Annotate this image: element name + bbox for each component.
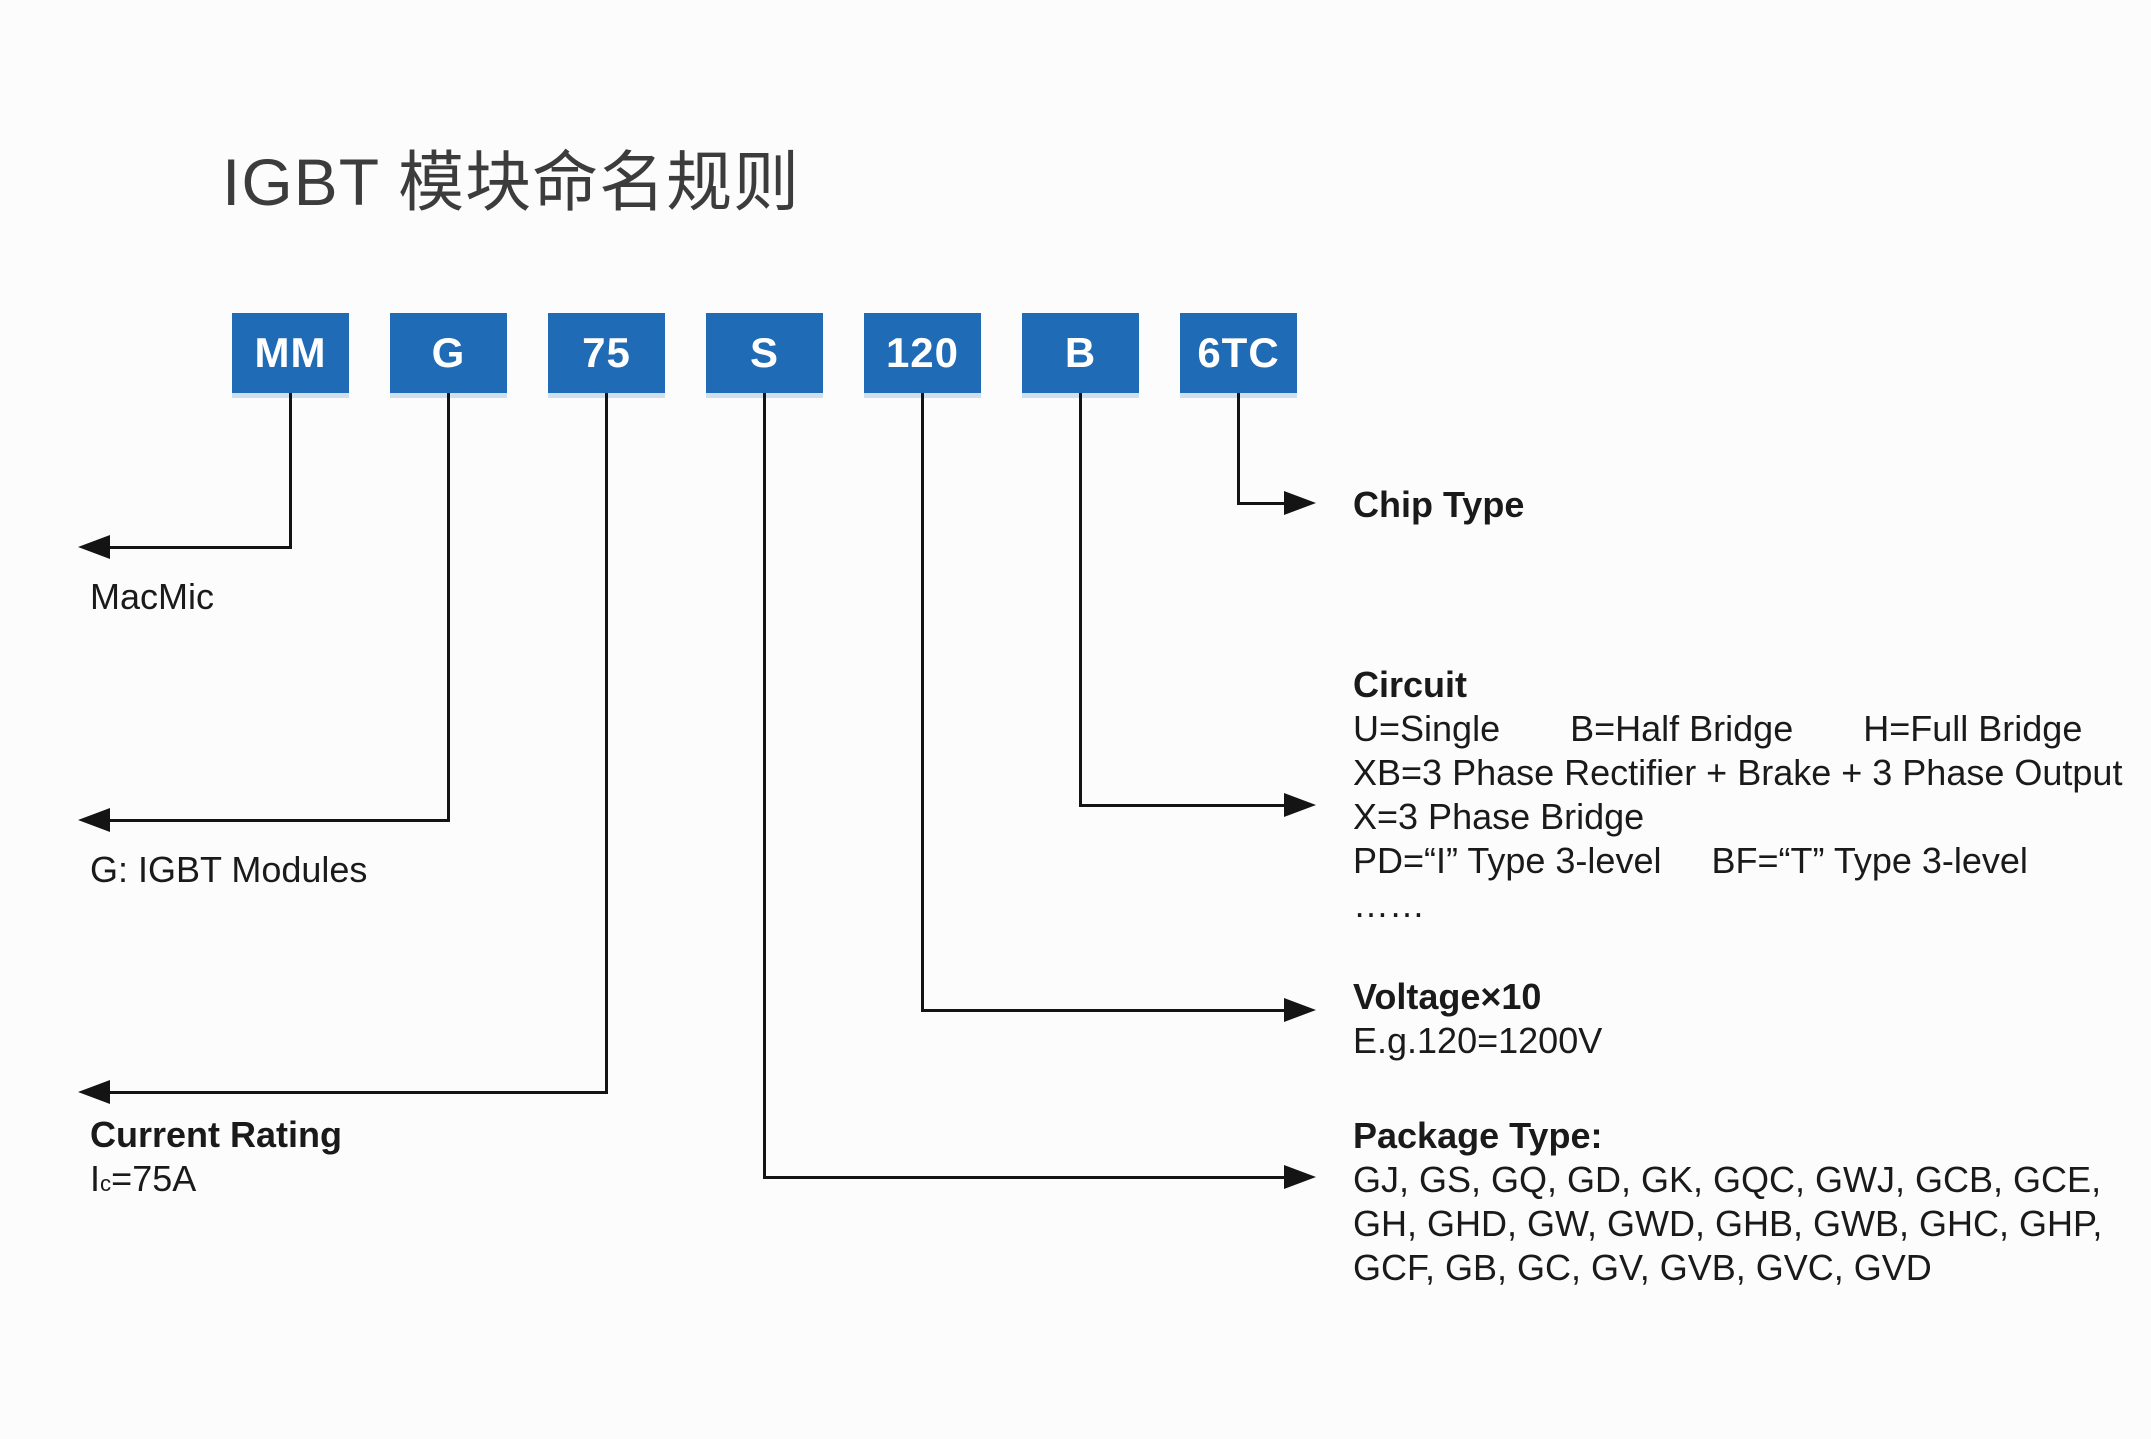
circuit-line: U=Single B=Half Bridge H=Full Bridge [1353, 708, 2083, 749]
code-box-label: 6TC [1197, 329, 1280, 376]
circuit-heading: Circuit [1353, 664, 1468, 705]
circuit-line: PD=“I” Type 3-level BF=“T” Type 3-level [1353, 840, 2028, 881]
connector-line-b [1079, 804, 1285, 807]
circuit-line: X=3 Phase Bridge [1353, 796, 1645, 837]
arrowhead-right-icon [1284, 793, 1316, 817]
connector-line-g [106, 819, 450, 822]
code-box-b: B [1022, 313, 1139, 393]
arrowhead-right-icon [1284, 1165, 1316, 1189]
code-box-label: S [749, 329, 779, 376]
connector-line-75 [106, 1091, 608, 1094]
arrowhead-right-icon [1284, 998, 1316, 1022]
connector-line-6tc [1237, 502, 1285, 505]
voltage-example: E.g.120=1200V [1353, 1020, 1603, 1061]
voltage-heading: Voltage×10 [1353, 976, 1542, 1017]
connector-line-b [1079, 393, 1082, 805]
code-box-75: 75 [548, 313, 665, 393]
package-type-line: GH, GHD, GW, GWD, GHB, GWB, GHC, GHP, [1353, 1203, 2103, 1244]
connector-line-s [763, 393, 766, 1178]
connector-line-mm [289, 393, 292, 548]
circuit-line: …… [1353, 884, 1425, 925]
package-type-line: GCF, GB, GC, GV, GVB, GVC, GVD [1353, 1247, 1932, 1288]
current-rating-value: Ic=75A [90, 1157, 196, 1206]
arrowhead-left-icon [78, 808, 110, 832]
connector-line-mm [106, 546, 292, 549]
current-rating-heading: Current Rating [90, 1114, 342, 1155]
code-box-label: B [1064, 329, 1097, 376]
code-box-mm: MM [232, 313, 349, 393]
code-box-label: 120 [885, 329, 960, 376]
code-box-s: S [706, 313, 823, 393]
chip-type-heading: Chip Type [1353, 484, 1525, 525]
code-box-120: 120 [864, 313, 981, 393]
circuit-line: XB=3 Phase Rectifier + Brake + 3 Phase O… [1353, 752, 2123, 793]
code-box-g: G [390, 313, 507, 393]
code-box-6tc: 6TC [1180, 313, 1297, 393]
connector-line-g [447, 393, 450, 821]
arrowhead-right-icon [1284, 491, 1316, 515]
connector-line-120 [921, 1009, 1285, 1012]
arrowhead-left-icon [78, 535, 110, 559]
current-symbol: I [90, 1158, 101, 1199]
manufacturer-label: MacMic [90, 576, 214, 617]
code-box-label: MM [254, 329, 327, 376]
package-type-line: GJ, GS, GQ, GD, GK, GQC, GWJ, GCB, GCE, [1353, 1159, 2102, 1200]
page-title: IGBT 模块命名规则 [222, 145, 801, 219]
current-value: =75A [111, 1158, 197, 1199]
current-symbol-subscript: c [100, 1171, 112, 1196]
package-type-heading: Package Type: [1353, 1115, 1603, 1156]
connector-line-6tc [1237, 393, 1240, 503]
series-label: G: IGBT Modules [90, 849, 368, 890]
connector-line-s [763, 1176, 1285, 1179]
connector-line-120 [921, 393, 924, 1010]
connector-line-75 [605, 393, 608, 1093]
code-box-label: 75 [582, 329, 631, 376]
code-box-label: G [431, 329, 466, 376]
arrowhead-left-icon [78, 1080, 110, 1104]
